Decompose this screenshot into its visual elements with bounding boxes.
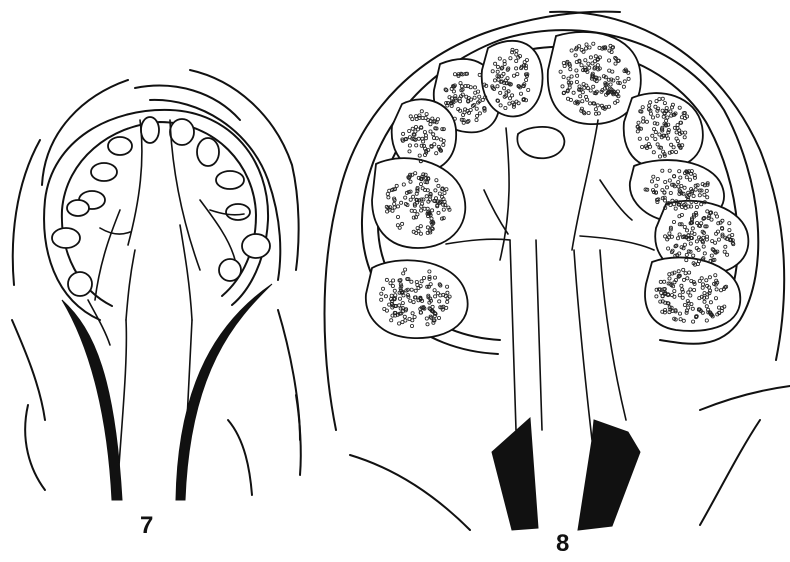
figure-8-drawing	[296, 12, 790, 530]
figure-8-label: 8	[556, 530, 569, 558]
figure-7-label: 7	[140, 512, 153, 540]
figure-7-drawing	[12, 70, 300, 500]
